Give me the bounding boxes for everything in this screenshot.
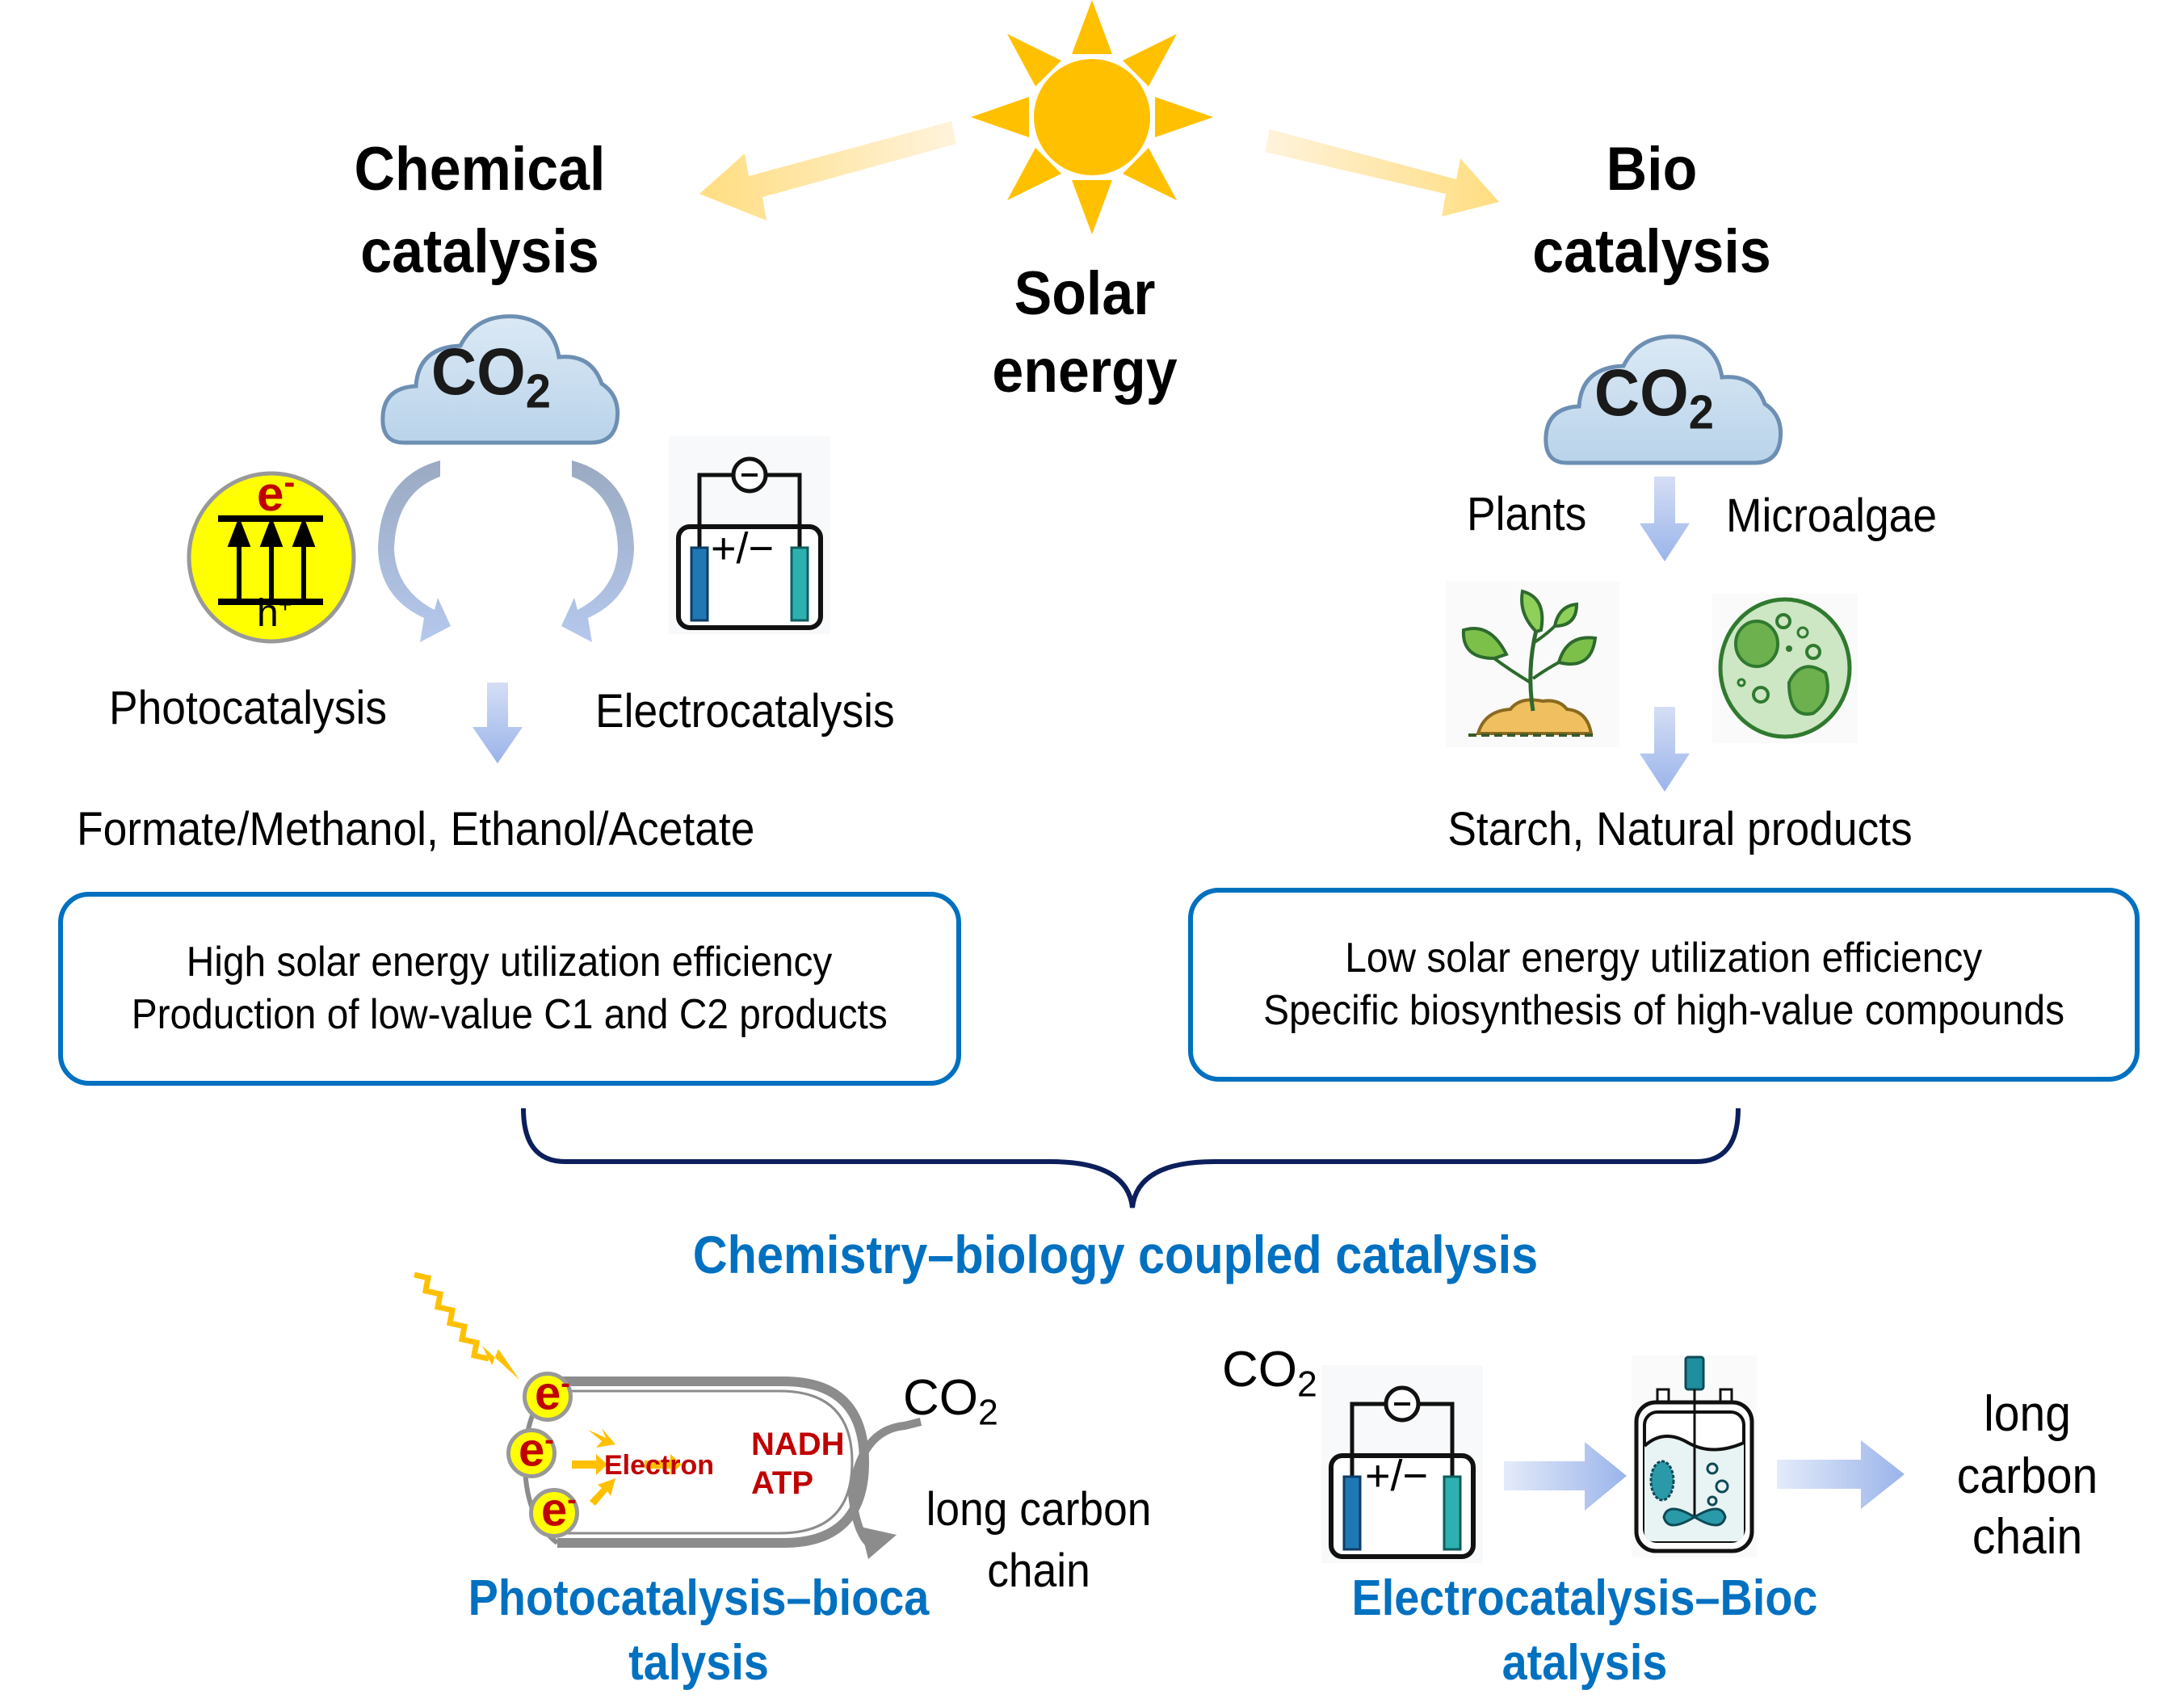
right-arrow-icon	[1777, 1440, 1905, 1509]
co2-cloud-icon	[1544, 334, 1783, 465]
photo-bio-caption-line1: Photocatalysis–bioca	[468, 1570, 930, 1626]
microalgae-cell-icon	[1712, 594, 1858, 743]
solar-energy-title-line1: Solar	[1014, 259, 1156, 328]
photocatalyst-band-icon	[187, 471, 356, 644]
electrochemical-cell-icon	[669, 436, 830, 634]
bio-summary-line: Specific biosynthesis of high-value comp…	[1263, 987, 2064, 1034]
hole-symbol: h+	[257, 592, 292, 635]
electro-bio-caption-line1: Electrocatalysis–Bioc	[1351, 1570, 1818, 1626]
down-arrow-icon	[472, 683, 523, 763]
long-carbon-chain-label-line2: carbon	[1956, 1448, 2098, 1504]
arrow-to-bio-icon	[1265, 129, 1499, 216]
sun-icon	[971, 0, 1213, 234]
right-arrow-icon	[1504, 1442, 1627, 1511]
photocatalysis-label: Photocatalysis	[109, 682, 388, 734]
long-carbon-chain-label-line1: long carbon	[926, 1483, 1152, 1536]
chemical-catalysis-heading-line1: Chemical	[354, 135, 606, 204]
co2-cloud-label: CO2	[1594, 356, 1714, 439]
co2-cloud-icon	[380, 314, 620, 445]
electron-symbol: e-	[519, 1423, 554, 1477]
bio-catalysis-heading-line1: Bio	[1606, 135, 1698, 204]
long-carbon-chain-label-line2: chain	[987, 1545, 1090, 1597]
bio-summary-line: Low solar energy utilization efficiency	[1345, 935, 1983, 981]
plant-icon	[1446, 582, 1619, 747]
chemical-products-label: Formate/Methanol, Ethanol/Acetate	[77, 803, 755, 855]
electron-particle	[506, 1428, 556, 1478]
long-carbon-chain-label-line3: chain	[1972, 1509, 2083, 1565]
co2-cloud-label: CO2	[430, 335, 551, 418]
electrocatalysis-label: Electrocatalysis	[595, 685, 895, 738]
atp-label: ATP	[751, 1465, 814, 1501]
co2-label: CO2	[1222, 1342, 1317, 1405]
electron-symbol: e-	[257, 463, 296, 521]
electron-symbol: e-	[541, 1483, 577, 1536]
chemical-summary-box: High solar energy utilization efficiency…	[58, 892, 961, 1086]
photo-bio-caption-line2: talysis	[628, 1635, 769, 1691]
bioreactor-icon	[1632, 1355, 1757, 1557]
co2-label: CO2	[903, 1370, 998, 1433]
electron-label: Electron	[604, 1450, 715, 1481]
bio-products-label: Starch, Natural products	[1447, 803, 1913, 855]
curved-arrows-icon	[378, 443, 634, 642]
curly-brace-icon	[521, 1107, 1741, 1208]
light-wave-icon	[414, 1271, 519, 1380]
electron-symbol: e-	[535, 1367, 570, 1420]
chemical-summary-line: High solar energy utilization efficiency	[187, 939, 833, 986]
down-arrow-icon	[1640, 477, 1690, 561]
electro-bio-caption-line2: atalysis	[1502, 1635, 1668, 1691]
cell-polarity-symbol: +/−	[711, 524, 775, 573]
electrochemical-cell-icon	[1321, 1365, 1483, 1563]
electron-particle	[529, 1488, 579, 1538]
solar-energy-title-line2: energy	[992, 337, 1178, 406]
chemical-summary-line: Production of low-value C1 and C2 produc…	[131, 991, 888, 1038]
long-carbon-chain-label-line1: long	[1984, 1386, 2071, 1442]
arrow-to-chemical-icon	[699, 121, 956, 221]
chemical-catalysis-heading-line2: catalysis	[360, 217, 599, 286]
bio-catalysis-heading-line2: catalysis	[1532, 217, 1771, 286]
microalgae-label: Microalgae	[1726, 490, 1937, 542]
plants-label: Plants	[1467, 488, 1587, 540]
bio-summary-box: Low solar energy utilization efficiency …	[1188, 888, 2140, 1082]
coupled-catalysis-title: Chemistry–biology coupled catalysis	[692, 1225, 1539, 1284]
bacterium-cell-icon	[522, 1376, 922, 1559]
electron-particle	[523, 1372, 573, 1422]
nadh-label: NADH	[751, 1427, 845, 1462]
down-arrow-icon	[1640, 707, 1690, 792]
cell-polarity-symbol: +/−	[1365, 1452, 1429, 1500]
